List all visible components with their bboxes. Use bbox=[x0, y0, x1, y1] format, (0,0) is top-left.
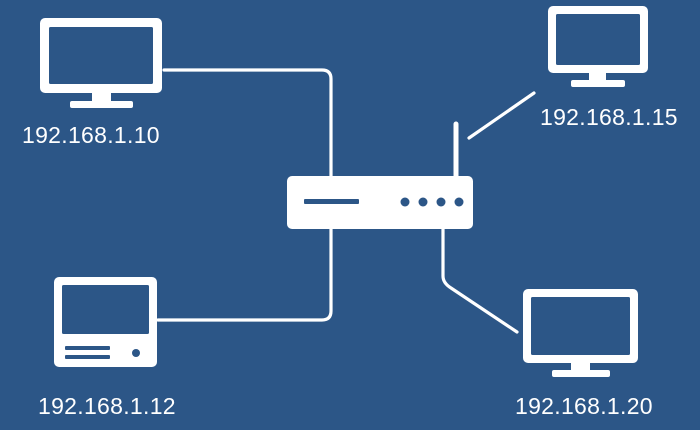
monitor-icon bbox=[548, 6, 648, 87]
router-slot bbox=[304, 199, 359, 204]
router-body bbox=[287, 176, 473, 229]
connection-lines bbox=[156, 68, 536, 334]
monitor-base bbox=[70, 101, 133, 108]
router-light bbox=[436, 197, 446, 207]
monitor-icon bbox=[40, 18, 162, 108]
computer-tower-icon bbox=[54, 277, 157, 367]
cable-router-pc4 bbox=[441, 227, 519, 334]
router-light bbox=[400, 197, 410, 207]
drive-slot bbox=[65, 346, 110, 350]
ip-label-pc2: 192.168.1.15 bbox=[540, 104, 678, 130]
monitor-base bbox=[552, 370, 610, 377]
power-button-icon bbox=[132, 349, 140, 357]
router-icon bbox=[287, 121, 473, 229]
monitor-neck bbox=[571, 362, 590, 371]
ip-label-pc3: 192.168.1.12 bbox=[38, 393, 176, 419]
wireless-link-pc2 bbox=[467, 91, 536, 140]
ip-label-pc4: 192.168.1.20 bbox=[515, 393, 653, 419]
monitor-neck bbox=[589, 72, 606, 81]
monitor-icon bbox=[523, 289, 638, 377]
monitor-neck bbox=[92, 92, 111, 102]
ip-label-pc1: 192.168.1.10 bbox=[22, 122, 160, 148]
router-light bbox=[418, 197, 428, 207]
monitor-base bbox=[571, 80, 625, 87]
router-indicator-lights bbox=[400, 197, 464, 207]
cable-pc1-router bbox=[162, 68, 333, 179]
router-light bbox=[454, 197, 464, 207]
cable-pc3-router bbox=[156, 227, 333, 322]
computer-panel bbox=[62, 285, 149, 334]
drive-slot bbox=[65, 355, 110, 359]
